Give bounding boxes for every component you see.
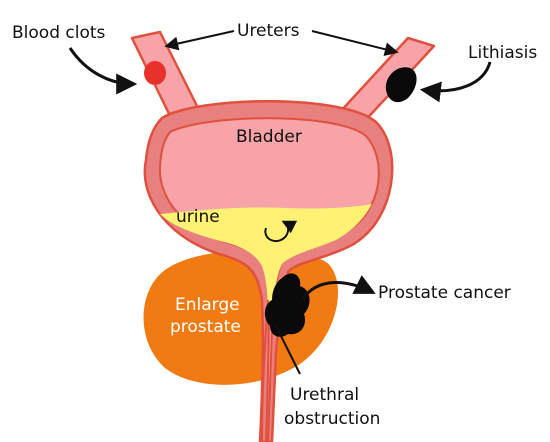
prostate-cancer-mass [264,273,310,337]
label-enlarge-prostate-line1: Enlarge [175,295,240,315]
urine-pool [160,204,372,316]
lithiasis-arrow [419,61,492,103]
ureters-arrow-right [311,30,399,57]
urine-flow-arrow [264,220,298,243]
urethral-obstruction-pointer [275,325,301,375]
label-bladder: Bladder [236,127,302,147]
label-prostate-cancer: Prostate cancer [378,283,511,303]
label-blood-clots: Blood clots [12,23,106,43]
blood-clot [144,61,166,85]
label-ureters: Ureters [237,21,300,41]
blood-clots-arrow [68,47,138,95]
label-lithiasis: Lithiasis [468,43,537,63]
label-urethral-obstruction-line1: Urethral [290,385,359,405]
label-enlarge-prostate-line2: prostate [170,317,241,337]
prostate-cancer-arrow [300,275,376,301]
ureters-arrow-left [164,30,235,51]
lithiasis-stone [385,67,417,103]
label-urine: urine [176,207,220,227]
label-urethral-obstruction-line2: obstruction [284,409,380,429]
